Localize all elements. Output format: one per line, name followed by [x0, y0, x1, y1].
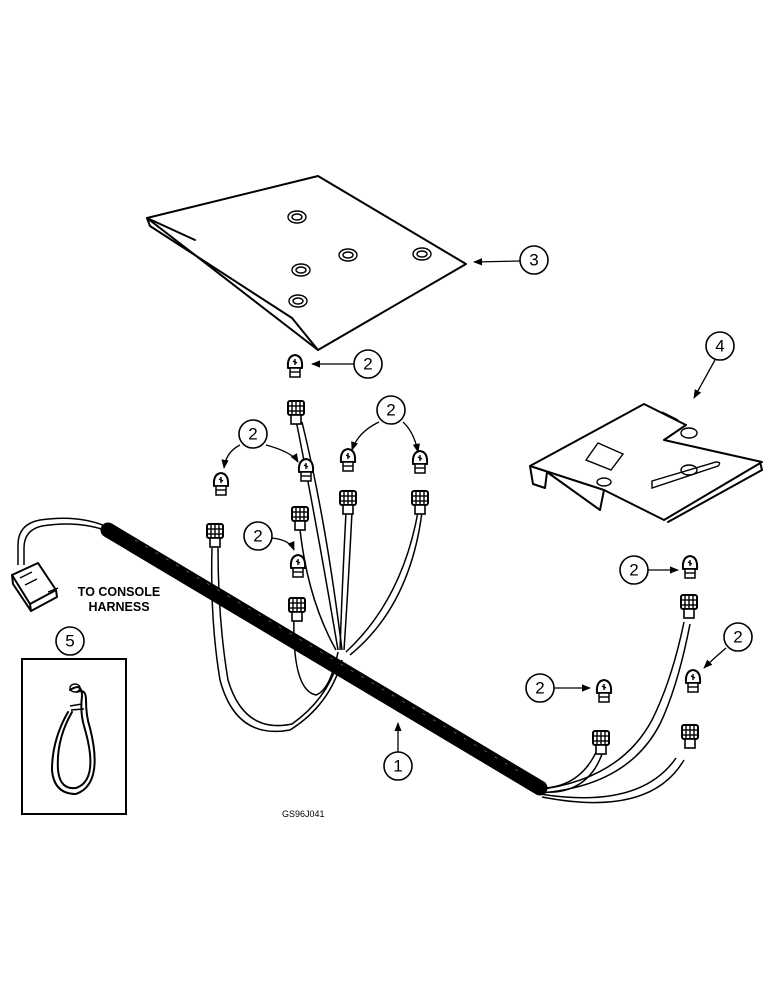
- callout-2-g-number: 2: [535, 679, 544, 698]
- strap-inset: [21, 658, 127, 815]
- callout-3-number: 3: [529, 251, 538, 270]
- callout-2-e: 2: [619, 555, 679, 585]
- callout-2-e-number: 2: [629, 561, 638, 580]
- callout-4: 4: [693, 331, 735, 399]
- callout-2-f-number: 2: [733, 628, 742, 647]
- callout-2-c: 2: [351, 395, 420, 453]
- label-line-1: TO CONSOLE: [78, 585, 160, 599]
- callout-2-f: 2: [703, 622, 753, 669]
- callout-2-b: 2: [221, 419, 299, 469]
- callout-2-b-number: 2: [248, 425, 257, 444]
- console-connector: [11, 562, 59, 612]
- callout-5-number: 5: [65, 632, 74, 651]
- callout-1: 1: [383, 722, 413, 781]
- harness-wires: [17, 419, 691, 804]
- callout-2-a-number: 2: [363, 355, 372, 374]
- callout-5: 5: [55, 626, 85, 656]
- label-line-2: HARNESS: [88, 600, 149, 614]
- mounting-plate-lower: [529, 403, 763, 523]
- callout-2-g: 2: [525, 673, 591, 703]
- callout-2-c-number: 2: [386, 401, 395, 420]
- harness-sheath: [100, 522, 548, 796]
- callout-1-number: 1: [393, 757, 402, 776]
- console-harness-label: TO CONSOLE HARNESS: [78, 585, 160, 614]
- mounting-plate-upper: [146, 175, 467, 351]
- callout-2-a: 2: [311, 349, 383, 379]
- callout-2-d: 2: [243, 521, 295, 551]
- callout-2-d-number: 2: [253, 527, 262, 546]
- callout-4-number: 4: [715, 337, 724, 356]
- figure-code: GS96J041: [282, 809, 325, 819]
- callout-3: 3: [473, 245, 549, 275]
- lamp-bulbs: [212, 354, 702, 703]
